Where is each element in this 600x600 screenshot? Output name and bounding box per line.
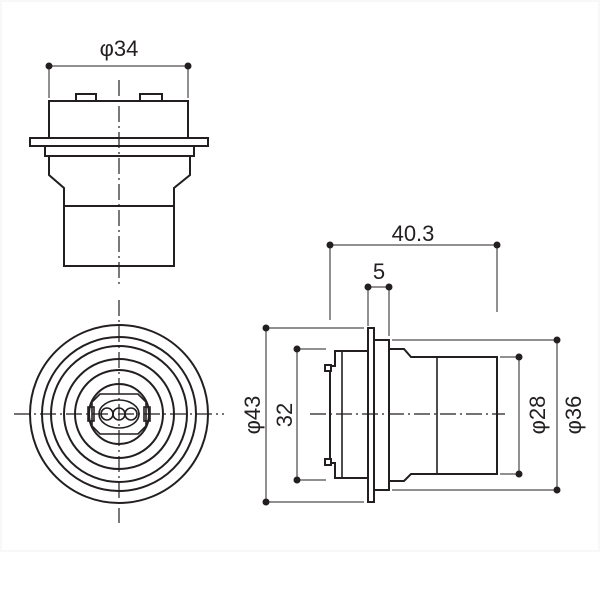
side-view-lower-latch xyxy=(324,458,332,466)
side-view-front-body xyxy=(388,348,498,482)
side-view-flange-dimension: 5 xyxy=(364,259,393,336)
side-view-flange-diameter-label: φ43 xyxy=(240,396,265,435)
side-view-length-dimension: 40.3 xyxy=(326,221,501,320)
side-view-flange-diameter-dimension: φ43 xyxy=(240,324,364,506)
side-view-front-outer-dimension: φ36 xyxy=(392,336,586,494)
side-view-front-tube-label: φ28 xyxy=(525,396,550,435)
side-view-front-outer-label: φ36 xyxy=(561,396,586,435)
drawing-frame xyxy=(0,0,600,552)
side-view-upper-latch xyxy=(324,364,332,372)
side-view-flange-label: 5 xyxy=(373,259,385,284)
end-view xyxy=(14,300,224,523)
side-view: 40.3 5 φ43 32 xyxy=(240,221,586,506)
top-view-width-dimension: φ34 xyxy=(45,36,192,98)
side-view-rear-body-label: 32 xyxy=(272,403,297,427)
top-view-width-label: φ34 xyxy=(100,36,139,61)
side-view-front-tube-dimension: φ28 xyxy=(500,353,550,478)
side-view-length-label: 40.3 xyxy=(392,221,435,246)
side-view-collar xyxy=(373,339,390,491)
top-view: φ34 xyxy=(29,36,209,288)
side-view-rear-body-dimension: 32 xyxy=(272,345,326,484)
